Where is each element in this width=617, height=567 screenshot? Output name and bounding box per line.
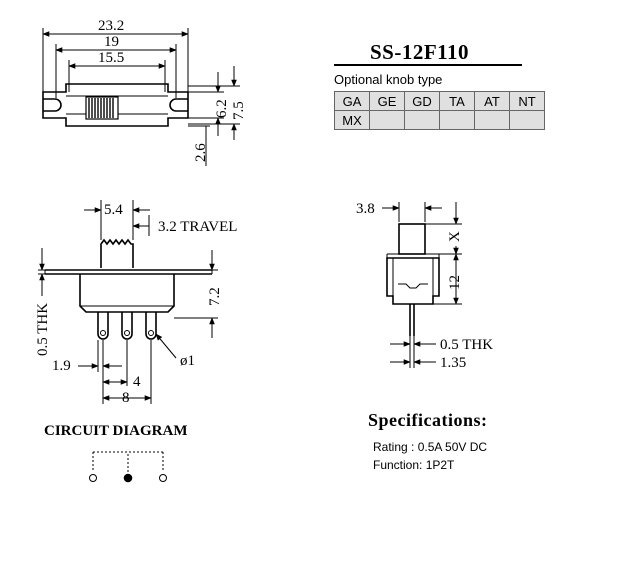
spec-rating: Rating : 0.5A 50V DC	[373, 440, 488, 454]
title-underline	[334, 64, 522, 66]
knob-cell: MX	[334, 110, 370, 130]
knob-cell	[509, 110, 545, 130]
side-knob	[100, 238, 134, 268]
knob-cell: AT	[474, 91, 510, 111]
dim-end-height: 12	[447, 275, 463, 290]
dim-pin-dia: ø1	[180, 353, 195, 369]
dim-travel: 3.2 TRAVEL	[158, 219, 237, 235]
mount-slot-left	[43, 98, 62, 112]
dim-end-pin: 1.35	[440, 355, 466, 371]
side-view: 5.4 3.2 TRAVEL 7.2 0.5 THK 1.9 4 8 ø1	[35, 200, 237, 406]
table-row: GA GE GD TA AT NT	[334, 91, 545, 111]
side-body	[79, 274, 175, 313]
knob-caption: Optional knob type	[334, 72, 443, 87]
dim-mount-holes: 19	[104, 34, 119, 50]
dim-knob: 3.8	[356, 201, 375, 217]
part-number-title: SS-12F110	[370, 40, 470, 64]
dim-flange: 2.6	[193, 143, 209, 162]
end-body	[386, 257, 440, 305]
table-row: MX	[334, 110, 545, 130]
dim-actuator: 5.4	[104, 202, 123, 218]
top-view: 23.2 19 15.5 6.2 7.5 2.6	[42, 18, 247, 166]
end-view: 3.8 X 12 0.5 THK 1.35	[356, 201, 493, 371]
dim-x: X	[447, 231, 463, 242]
specifications-title: Specifications:	[368, 410, 488, 430]
knob-cell	[474, 110, 510, 130]
dim-pin-pitch: 4	[133, 374, 141, 390]
terminal-left	[89, 474, 97, 482]
knob-cell: GA	[334, 91, 370, 111]
dim-pin-span: 8	[122, 390, 130, 406]
terminal-common	[123, 473, 133, 483]
dim-body-height: 7.2	[207, 287, 223, 306]
knob-cell	[404, 110, 440, 130]
dim-body: 15.5	[98, 50, 124, 66]
knob-cell: GE	[369, 91, 405, 111]
knob-type-table: GA GE GD TA AT NT MX	[334, 91, 545, 130]
knob-cell: TA	[439, 91, 475, 111]
knob-cell	[439, 110, 475, 130]
knob-cell: GD	[404, 91, 440, 111]
dim-end-thk: 0.5 THK	[440, 337, 493, 353]
knob-cell: NT	[509, 91, 545, 111]
end-knob	[398, 223, 426, 255]
circuit-diagram-title: CIRCUIT DIAGRAM	[44, 423, 188, 439]
knob-cell	[369, 110, 405, 130]
dim-height-outer: 7.5	[231, 101, 247, 120]
dim-thk: 0.5 THK	[35, 303, 51, 356]
dim-overall: 23.2	[98, 18, 124, 34]
spec-function: Function: 1P2T	[373, 458, 455, 472]
circuit-diagram	[89, 451, 167, 483]
terminal-right	[159, 474, 167, 482]
dim-height-inner: 6.2	[214, 99, 230, 118]
mount-slot-right	[169, 98, 188, 112]
dim-pin-pitch-small: 1.9	[52, 358, 71, 374]
